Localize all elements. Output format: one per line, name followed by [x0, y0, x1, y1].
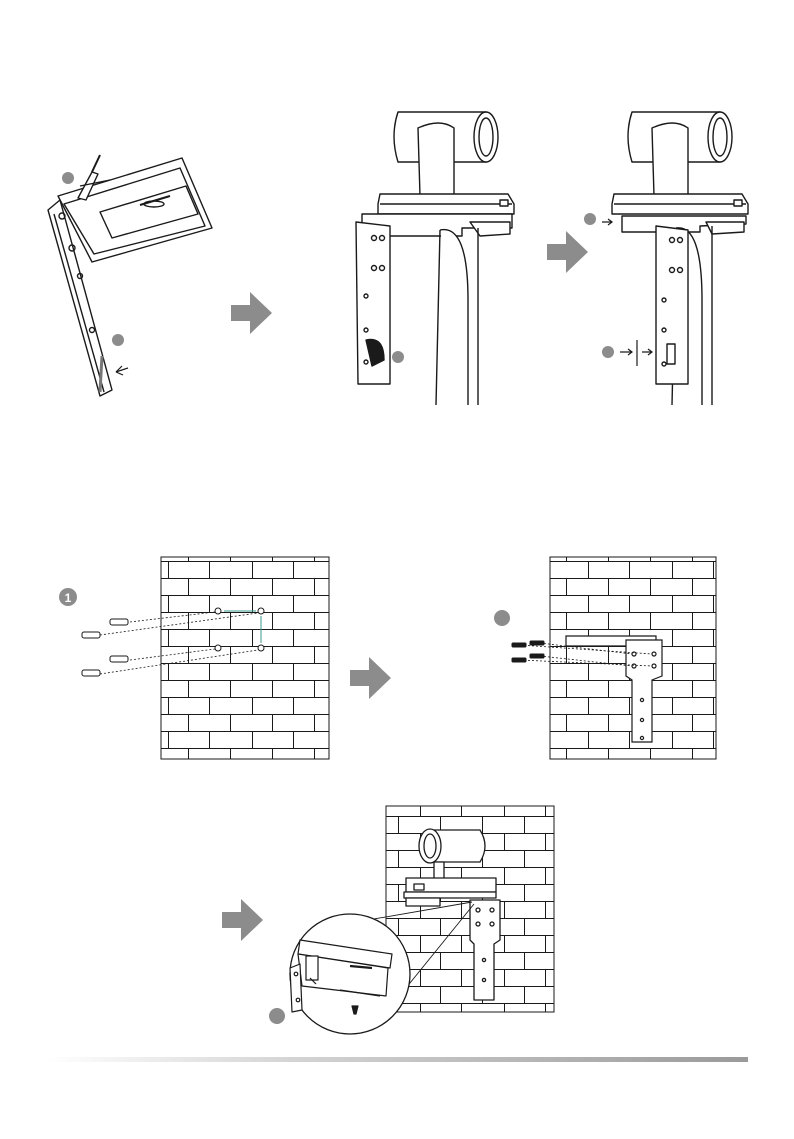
footer-divider: [46, 1057, 748, 1062]
wall-drill-illustration: [82, 557, 329, 759]
next-step-arrow-icon: [547, 231, 588, 273]
step-marker-label: 1: [65, 591, 72, 605]
next-step-arrow-icon: [231, 292, 272, 334]
camera-mounted-illustration-1: [356, 112, 514, 405]
next-step-arrow-icon: [222, 899, 263, 941]
step-marker-c2: [602, 346, 614, 358]
next-step-arrow-icon: [350, 657, 391, 699]
step-marker-b1: [392, 351, 404, 363]
step-marker-f1: [269, 1008, 285, 1024]
camera-wall-mounted-illustration: [290, 806, 554, 1034]
bracket-assembly-illustration: [48, 155, 212, 396]
step-marker-wall-1: 1: [59, 588, 77, 606]
camera-mounted-illustration-2: [612, 112, 748, 405]
step-marker-a1: [62, 172, 74, 184]
step-marker-a2: [112, 334, 124, 346]
step-marker-e1: [494, 610, 510, 626]
step-marker-c1: [584, 213, 596, 225]
wall-bracket-illustration: [512, 557, 716, 759]
